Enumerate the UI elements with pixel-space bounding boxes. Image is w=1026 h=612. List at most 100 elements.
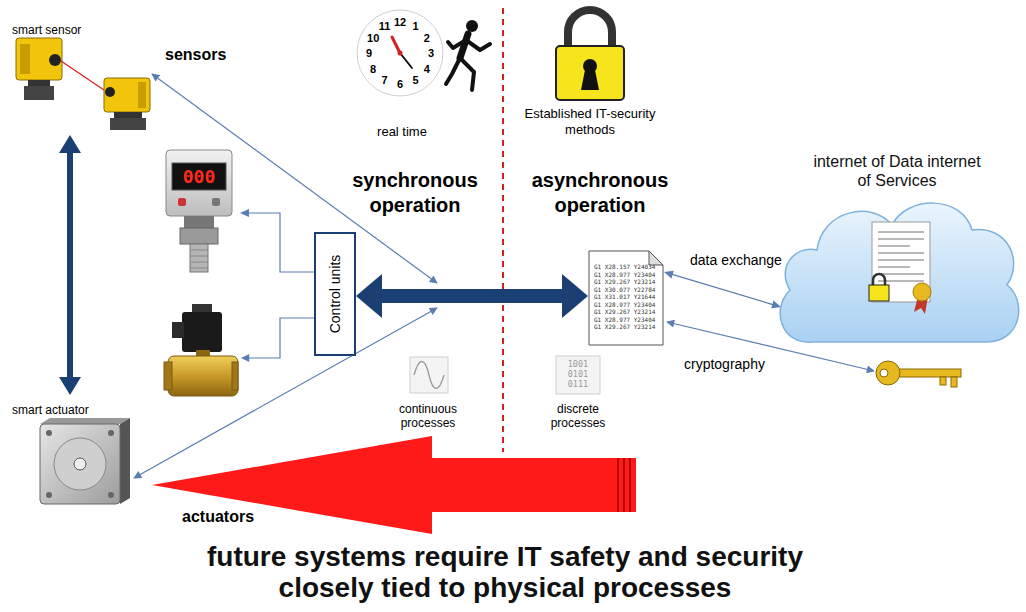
minute-hand	[400, 53, 412, 68]
node-text: internet of Data internet of Services	[812, 152, 982, 190]
padlock-icon	[556, 10, 624, 100]
pipe-port	[164, 362, 172, 390]
certificate-line	[878, 231, 924, 233]
screw	[46, 492, 52, 498]
valve-body	[168, 356, 238, 396]
sensor-node: smart sensor	[8, 18, 166, 135]
certificate-line	[878, 245, 910, 247]
lock-body	[869, 285, 889, 301]
sensor-bracket	[28, 80, 50, 86]
node-text: smart sensor	[12, 23, 81, 37]
seal	[913, 283, 931, 301]
label-box: 8	[370, 63, 376, 74]
gcode-document: G1 X28.157 Y24034 G1 X28.977 Y23404 G1 X…	[588, 250, 664, 346]
connector-line	[248, 213, 314, 272]
thread-lines	[190, 250, 208, 268]
motor-side	[120, 418, 130, 504]
thread	[190, 244, 208, 272]
label-box: data exchange	[688, 252, 784, 268]
valve-arrow	[242, 318, 314, 358]
label-box: 10	[367, 32, 379, 43]
label-box: 3	[428, 48, 434, 59]
clock-digit: 3	[428, 48, 434, 59]
button	[178, 198, 186, 206]
text-label: cryptography	[682, 356, 767, 372]
label-box: sensors	[165, 46, 226, 64]
motor-icon	[40, 418, 130, 504]
arrow-head	[664, 271, 674, 279]
document-page	[589, 251, 663, 345]
sensor-bracket	[114, 112, 142, 118]
label-box: real time	[377, 124, 427, 139]
certificate-line	[878, 266, 910, 268]
label-box: 6	[397, 79, 403, 90]
label-box: 5	[412, 74, 418, 85]
screw	[108, 430, 114, 436]
sine-icon	[410, 357, 448, 393]
motor-top	[40, 418, 130, 424]
connector-line	[67, 150, 73, 379]
arrow-head	[152, 436, 432, 534]
clock-icon	[357, 10, 490, 96]
text-label: discrete processes	[538, 402, 618, 431]
data-arrow	[664, 271, 781, 309]
label-box: 1001 0101 0111	[558, 359, 598, 390]
text-label: synchronous operation	[330, 168, 500, 218]
arrow-body	[430, 458, 636, 512]
clock-digit: 7	[381, 74, 387, 85]
caption: future systems require IT safety and sec…	[185, 542, 825, 604]
actuator-node: smart actuator	[8, 395, 143, 533]
motor-shaft	[74, 458, 86, 470]
key-hole	[880, 369, 888, 377]
lock-shackle	[873, 274, 885, 286]
key-shaft	[899, 369, 961, 377]
key-tooth	[951, 377, 957, 387]
document-fold	[649, 251, 663, 265]
label-box: 9	[366, 48, 372, 59]
sensor-housing	[104, 78, 150, 112]
runner-body	[460, 34, 468, 58]
motor-face	[40, 424, 120, 504]
node-text: Control units	[327, 255, 343, 334]
sensor-lens	[49, 54, 61, 66]
pressure-sensor-icon	[166, 150, 232, 272]
cloud-shape	[780, 203, 1019, 342]
text-label: asynchronous operation	[515, 168, 685, 218]
sensor-panel	[138, 82, 146, 108]
node-text: G1 X28.157 Y24034 G1 X28.977 Y23404 G1 X…	[594, 263, 659, 331]
clock-digit: 5	[412, 74, 418, 85]
clock-digit: 6	[397, 79, 403, 90]
vertical-double-arrow	[59, 135, 81, 395]
certificate-line	[878, 259, 924, 261]
control-unit-box: Control units	[314, 232, 356, 356]
cloud-node: internet of Data internet of Services	[772, 150, 1022, 350]
text-label: continuous processes	[388, 402, 468, 431]
keyhole	[581, 70, 599, 90]
hex-nut	[180, 228, 218, 244]
clock-face	[357, 10, 443, 96]
label-box: cryptography	[682, 356, 767, 372]
label-box: 7	[381, 74, 387, 85]
sensor-housing	[16, 38, 62, 80]
text-label: 1001 0101 0111	[558, 359, 598, 390]
clock-digit: 10	[367, 32, 379, 43]
node-text: smart actuator	[12, 403, 89, 417]
sensor-panel	[20, 44, 30, 74]
clock-digit: 12	[394, 17, 406, 28]
pressure-sensor-node: 000	[160, 148, 240, 278]
clock-digit: 4	[424, 63, 430, 74]
lock-body	[556, 46, 624, 100]
main-double-arrow	[356, 274, 588, 318]
sensor-body	[166, 150, 232, 216]
separator-line	[502, 8, 504, 452]
runner-head	[466, 20, 478, 32]
text-label: sensors	[165, 46, 226, 64]
label-box: discrete processes	[538, 402, 618, 431]
arrow-head	[59, 377, 81, 395]
arrow-head	[240, 209, 249, 217]
icon-frame	[410, 357, 448, 393]
arrow-head	[59, 135, 81, 153]
arrow-head	[771, 301, 781, 309]
